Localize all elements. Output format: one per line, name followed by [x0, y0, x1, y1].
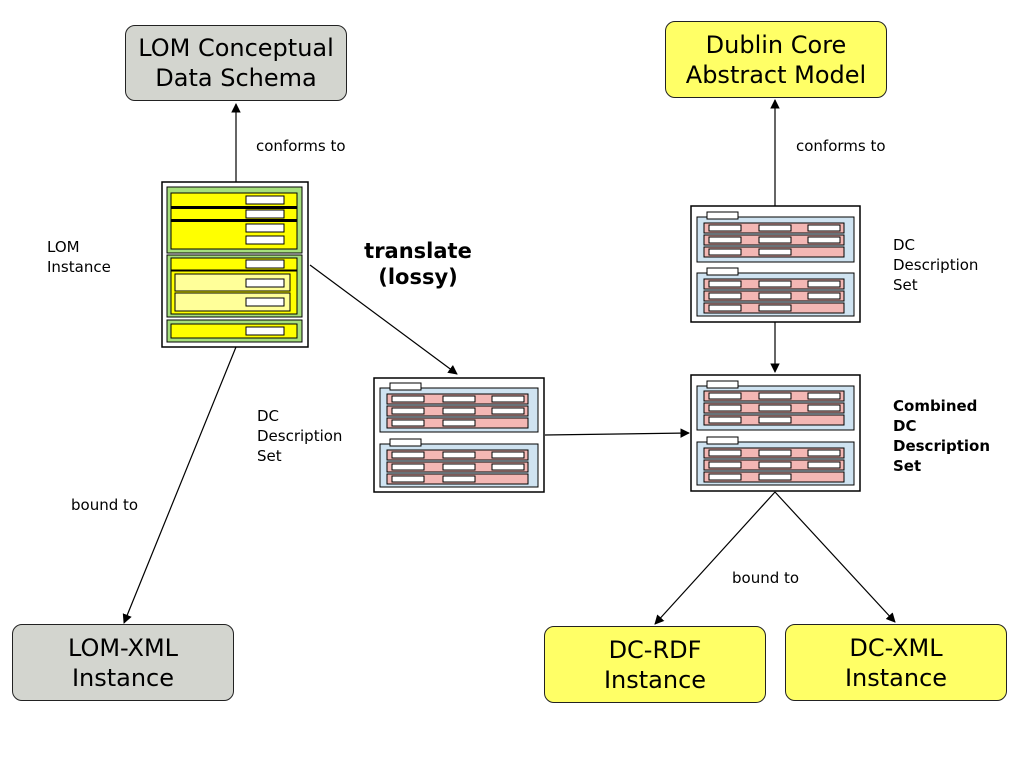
conforms-to-right-label: conforms to [796, 137, 886, 155]
arrow-bound-rdf [654, 491, 776, 625]
combined-dc-description-set-label: Combined DC Description Set [893, 397, 991, 475]
arrow-translate [309, 264, 458, 375]
arrow-dc-to-combined-horizontal [544, 428, 690, 438]
conforms-to-left-label: conforms to [256, 137, 346, 155]
combined-dc-description-set-icon [690, 374, 861, 492]
dc-xml-instance-box: DC-XML Instance [785, 624, 1007, 701]
dc-description-set-middle-icon [373, 377, 545, 493]
lom-instance-label: LOM Instance [47, 238, 111, 276]
dc-description-set-middle-label: DC Description Set [257, 407, 343, 465]
bound-to-right-label: bound to [732, 569, 800, 587]
arrow-lom-bound [122, 346, 237, 624]
lom-instance-icon [161, 181, 309, 348]
dublin-core-abstract-model-box: Dublin Core Abstract Model [665, 21, 887, 98]
arrow-bound-xml [774, 491, 896, 623]
dc-description-set-right-label: DC Description Set [893, 236, 979, 294]
dc-description-set-right-icon [690, 205, 861, 323]
lom-conceptual-data-schema-box: LOM Conceptual Data Schema [125, 25, 347, 101]
bound-to-left-label: bound to [71, 496, 139, 514]
lom-xml-instance-box: LOM-XML Instance [12, 624, 234, 701]
dc-rdf-instance-box: DC-RDF Instance [544, 626, 766, 703]
translate-lossy-label: translate (lossy) [364, 239, 472, 289]
